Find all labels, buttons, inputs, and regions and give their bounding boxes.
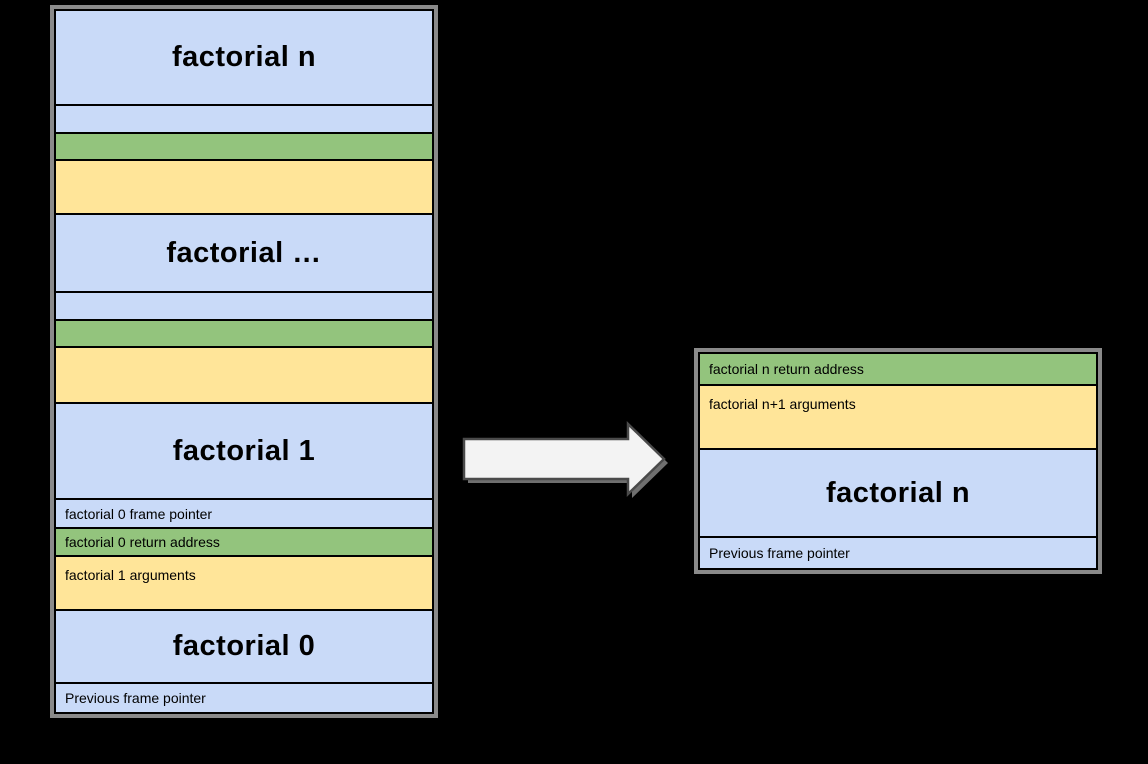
stack-row: factorial n+1 arguments <box>700 386 1096 450</box>
stack-row-label: factorial n <box>171 41 317 73</box>
left-stack-frame: factorial n factorial … factorial 1 factori… <box>50 5 438 718</box>
stack-row: factorial n return address <box>700 354 1096 386</box>
stack-row-label: factorial n+1 arguments <box>709 396 856 412</box>
right-stack-frame: factorial n return address factorial n+1 … <box>694 348 1102 574</box>
stack-row-label: factorial n return address <box>709 361 864 377</box>
stack-row: factorial 1 arguments <box>56 557 432 611</box>
stack-row: factorial … <box>56 215 432 293</box>
stack-row-empty <box>56 106 432 134</box>
stack-row-label: factorial 0 return address <box>65 534 220 550</box>
stack-row-label: Previous frame pointer <box>709 545 850 561</box>
stack-row-label: factorial 1 arguments <box>65 567 196 583</box>
stack-row: Previous frame pointer <box>56 684 432 712</box>
stack-row-label: factorial 0 frame pointer <box>65 505 213 522</box>
stack-row: factorial n <box>56 11 432 106</box>
stack-row-empty <box>56 134 432 161</box>
stack-row: factorial 1 <box>56 404 432 500</box>
stack-row-empty <box>56 161 432 215</box>
stack-row-label: factorial 1 <box>172 434 316 467</box>
stack-row: factorial n <box>700 450 1096 538</box>
left-stack: factorial n factorial … factorial 1 factori… <box>54 9 434 714</box>
stack-row: factorial 0 <box>56 611 432 684</box>
right-stack: factorial n return address factorial n+1 … <box>698 352 1098 570</box>
stack-row-empty <box>56 293 432 321</box>
stack-row-label: factorial … <box>166 236 322 269</box>
stack-row-label: factorial 0 <box>172 630 316 662</box>
stack-row-empty <box>56 348 432 404</box>
arrow-right-icon <box>461 421 673 501</box>
stack-row-label: Previous frame pointer <box>65 690 206 706</box>
arrow-body <box>462 421 666 497</box>
stack-row: factorial 0 return address <box>56 529 432 557</box>
stack-row-empty <box>56 321 432 348</box>
stack-row: factorial 0 frame pointer <box>56 500 432 529</box>
stack-row: Previous frame pointer <box>700 538 1096 568</box>
stack-row-label: factorial n <box>825 476 971 509</box>
